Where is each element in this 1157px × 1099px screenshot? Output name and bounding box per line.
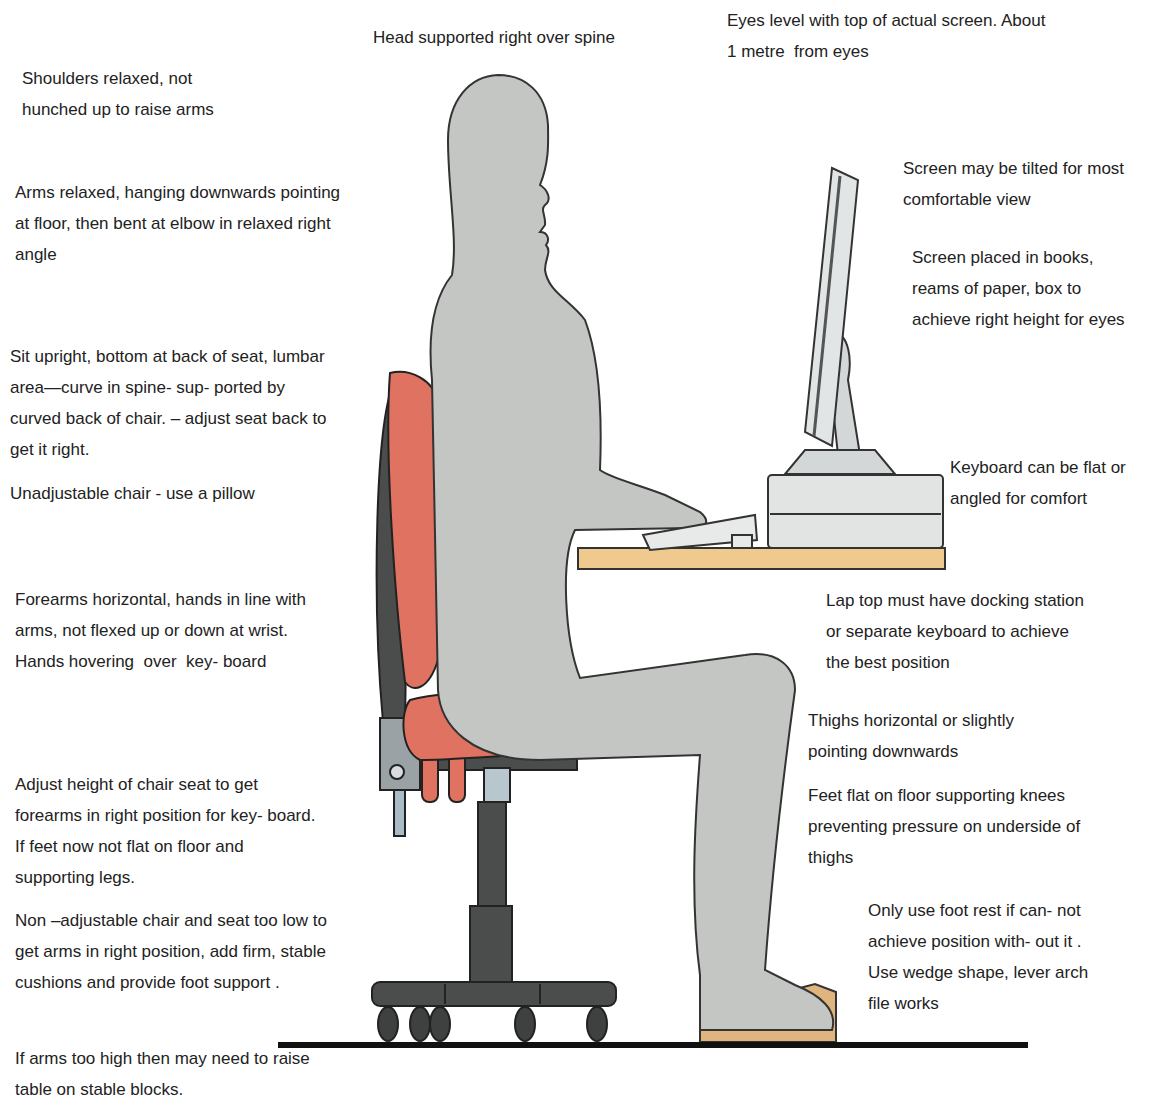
bracket-knob bbox=[390, 765, 404, 779]
annotation-text: Arms relaxed, hanging downwards pointing… bbox=[15, 177, 350, 270]
base-seam bbox=[444, 984, 446, 1004]
annotation-text: Keyboard can be flat or angled for comfo… bbox=[950, 452, 1150, 514]
annotation-text: Feet flat on floor supporting knees prev… bbox=[808, 780, 1108, 873]
adjust-rod bbox=[394, 790, 405, 836]
chair-back-cushion bbox=[388, 372, 438, 688]
chair-wheel bbox=[515, 1007, 535, 1041]
keyboard bbox=[643, 515, 757, 550]
monitor-screen bbox=[805, 168, 858, 446]
annotation-text: Non –adjustable chair and seat too low t… bbox=[15, 905, 350, 998]
annotation-text: Adjust height of chair seat to get forea… bbox=[15, 769, 327, 893]
screen-edge bbox=[814, 176, 840, 436]
annotation-text: Head supported right over spine bbox=[373, 22, 693, 53]
monitor-foot bbox=[785, 450, 895, 474]
gas-lift bbox=[484, 768, 510, 802]
annotation-text: Screen may be tilted for most comfortabl… bbox=[903, 153, 1133, 215]
annotation-text: Sit upright, bottom at back of seat, lum… bbox=[10, 341, 340, 465]
annotation-text: If arms too high then may need to raise … bbox=[15, 1043, 340, 1099]
monitor-riser bbox=[768, 475, 943, 548]
annotation-text: Only use foot rest if can- not achieve p… bbox=[868, 895, 1103, 1019]
chair-wheel bbox=[410, 1007, 430, 1041]
annotation-text: Screen placed in books, reams of paper, … bbox=[912, 242, 1127, 335]
desk bbox=[578, 548, 945, 569]
annotation-text: Unadjustable chair - use a pillow bbox=[10, 478, 340, 509]
riser-line bbox=[770, 513, 941, 515]
annotation-text: Thighs horizontal or slightly pointing d… bbox=[808, 705, 1073, 767]
chair-wheel bbox=[430, 1007, 450, 1041]
chair-wheel bbox=[378, 1007, 398, 1041]
keyboard-foot bbox=[732, 535, 752, 548]
annotation-text: Shoulders relaxed, not hunched up to rai… bbox=[22, 63, 254, 125]
annotation-text: Lap top must have docking station or sep… bbox=[826, 585, 1096, 678]
chair-column bbox=[478, 802, 506, 906]
floor-line bbox=[278, 1042, 1028, 1048]
chair-base bbox=[372, 982, 616, 1006]
chair-wheel bbox=[587, 1007, 607, 1041]
chair-column bbox=[470, 906, 512, 984]
base-seam bbox=[539, 984, 541, 1004]
annotation-text: Forearms horizontal, hands in line with … bbox=[15, 584, 340, 677]
annotation-text: Eyes level with top of actual screen. Ab… bbox=[727, 5, 1047, 67]
